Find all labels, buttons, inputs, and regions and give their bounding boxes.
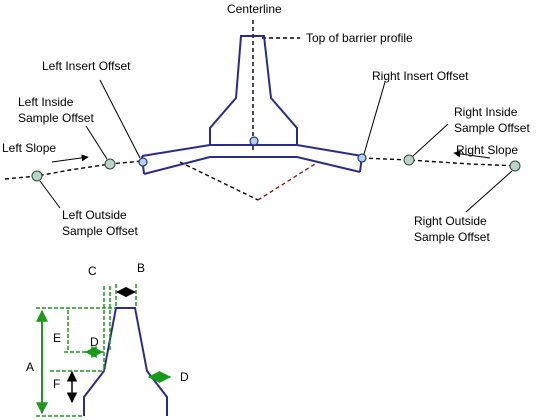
- dim-c-label: C: [88, 264, 97, 278]
- right-insert-leader: [363, 81, 386, 155]
- left-inside-sample-point-icon: [104, 158, 116, 170]
- right-inside-sample-label: Right Inside: [454, 105, 518, 119]
- left-wing-upper: [141, 144, 363, 157]
- left-inside-leader: [85, 125, 108, 160]
- left-insert-offset-label: Left Insert Offset: [42, 59, 131, 73]
- dim-d-inner-label: D: [90, 335, 99, 349]
- right-slope-arrow-icon: [453, 150, 491, 159]
- left-slope-arrow-icon: [51, 154, 89, 163]
- centerline-point-icon: [249, 136, 259, 146]
- profile-barrier: [83, 307, 168, 416]
- left-wing-lower: [143, 156, 361, 175]
- v-cut-right: [257, 163, 316, 201]
- centerline-label: Centerline: [227, 2, 282, 16]
- right-insert-offset-label: Right Insert Offset: [372, 69, 469, 83]
- left-inside-sample-label-2: Sample Offset: [18, 111, 94, 125]
- left-slope-label: Left Slope: [2, 141, 56, 155]
- left-ground-line: [4, 160, 143, 180]
- dim-a-label: A: [26, 360, 34, 374]
- dim-d-outer-label: D: [180, 370, 189, 384]
- right-outside-sample-label-2: Sample Offset: [414, 230, 490, 244]
- right-ground-line: [361, 157, 521, 167]
- right-slope-label: Right Slope: [456, 143, 518, 157]
- dim-e-label: E: [53, 331, 61, 345]
- left-outside-leader: [39, 180, 61, 209]
- right-outside-sample-label: Right Outside: [414, 214, 487, 228]
- left-outside-sample-point-icon: [31, 170, 43, 182]
- right-outside-leader: [465, 170, 513, 213]
- left-outside-sample-label-2: Sample Offset: [62, 224, 138, 238]
- right-inside-leader: [412, 123, 449, 157]
- top-of-barrier-label: Top of barrier profile: [306, 31, 413, 45]
- barrier-body: [209, 35, 298, 145]
- right-inside-sample-label-2: Sample Offset: [454, 121, 530, 135]
- right-outside-sample-point-icon: [509, 160, 521, 172]
- left-outside-sample-label: Left Outside: [62, 208, 127, 222]
- dim-f-label: F: [53, 377, 60, 391]
- left-inside-sample-label: Left Inside: [18, 95, 74, 109]
- dim-b-label: B: [137, 261, 145, 275]
- v-cut-left: [179, 161, 259, 201]
- right-insert-offset-point-icon: [357, 153, 367, 163]
- left-insert-offset-point-icon: [138, 157, 148, 167]
- right-inside-sample-point-icon: [403, 154, 415, 166]
- left-insert-leader: [99, 79, 141, 159]
